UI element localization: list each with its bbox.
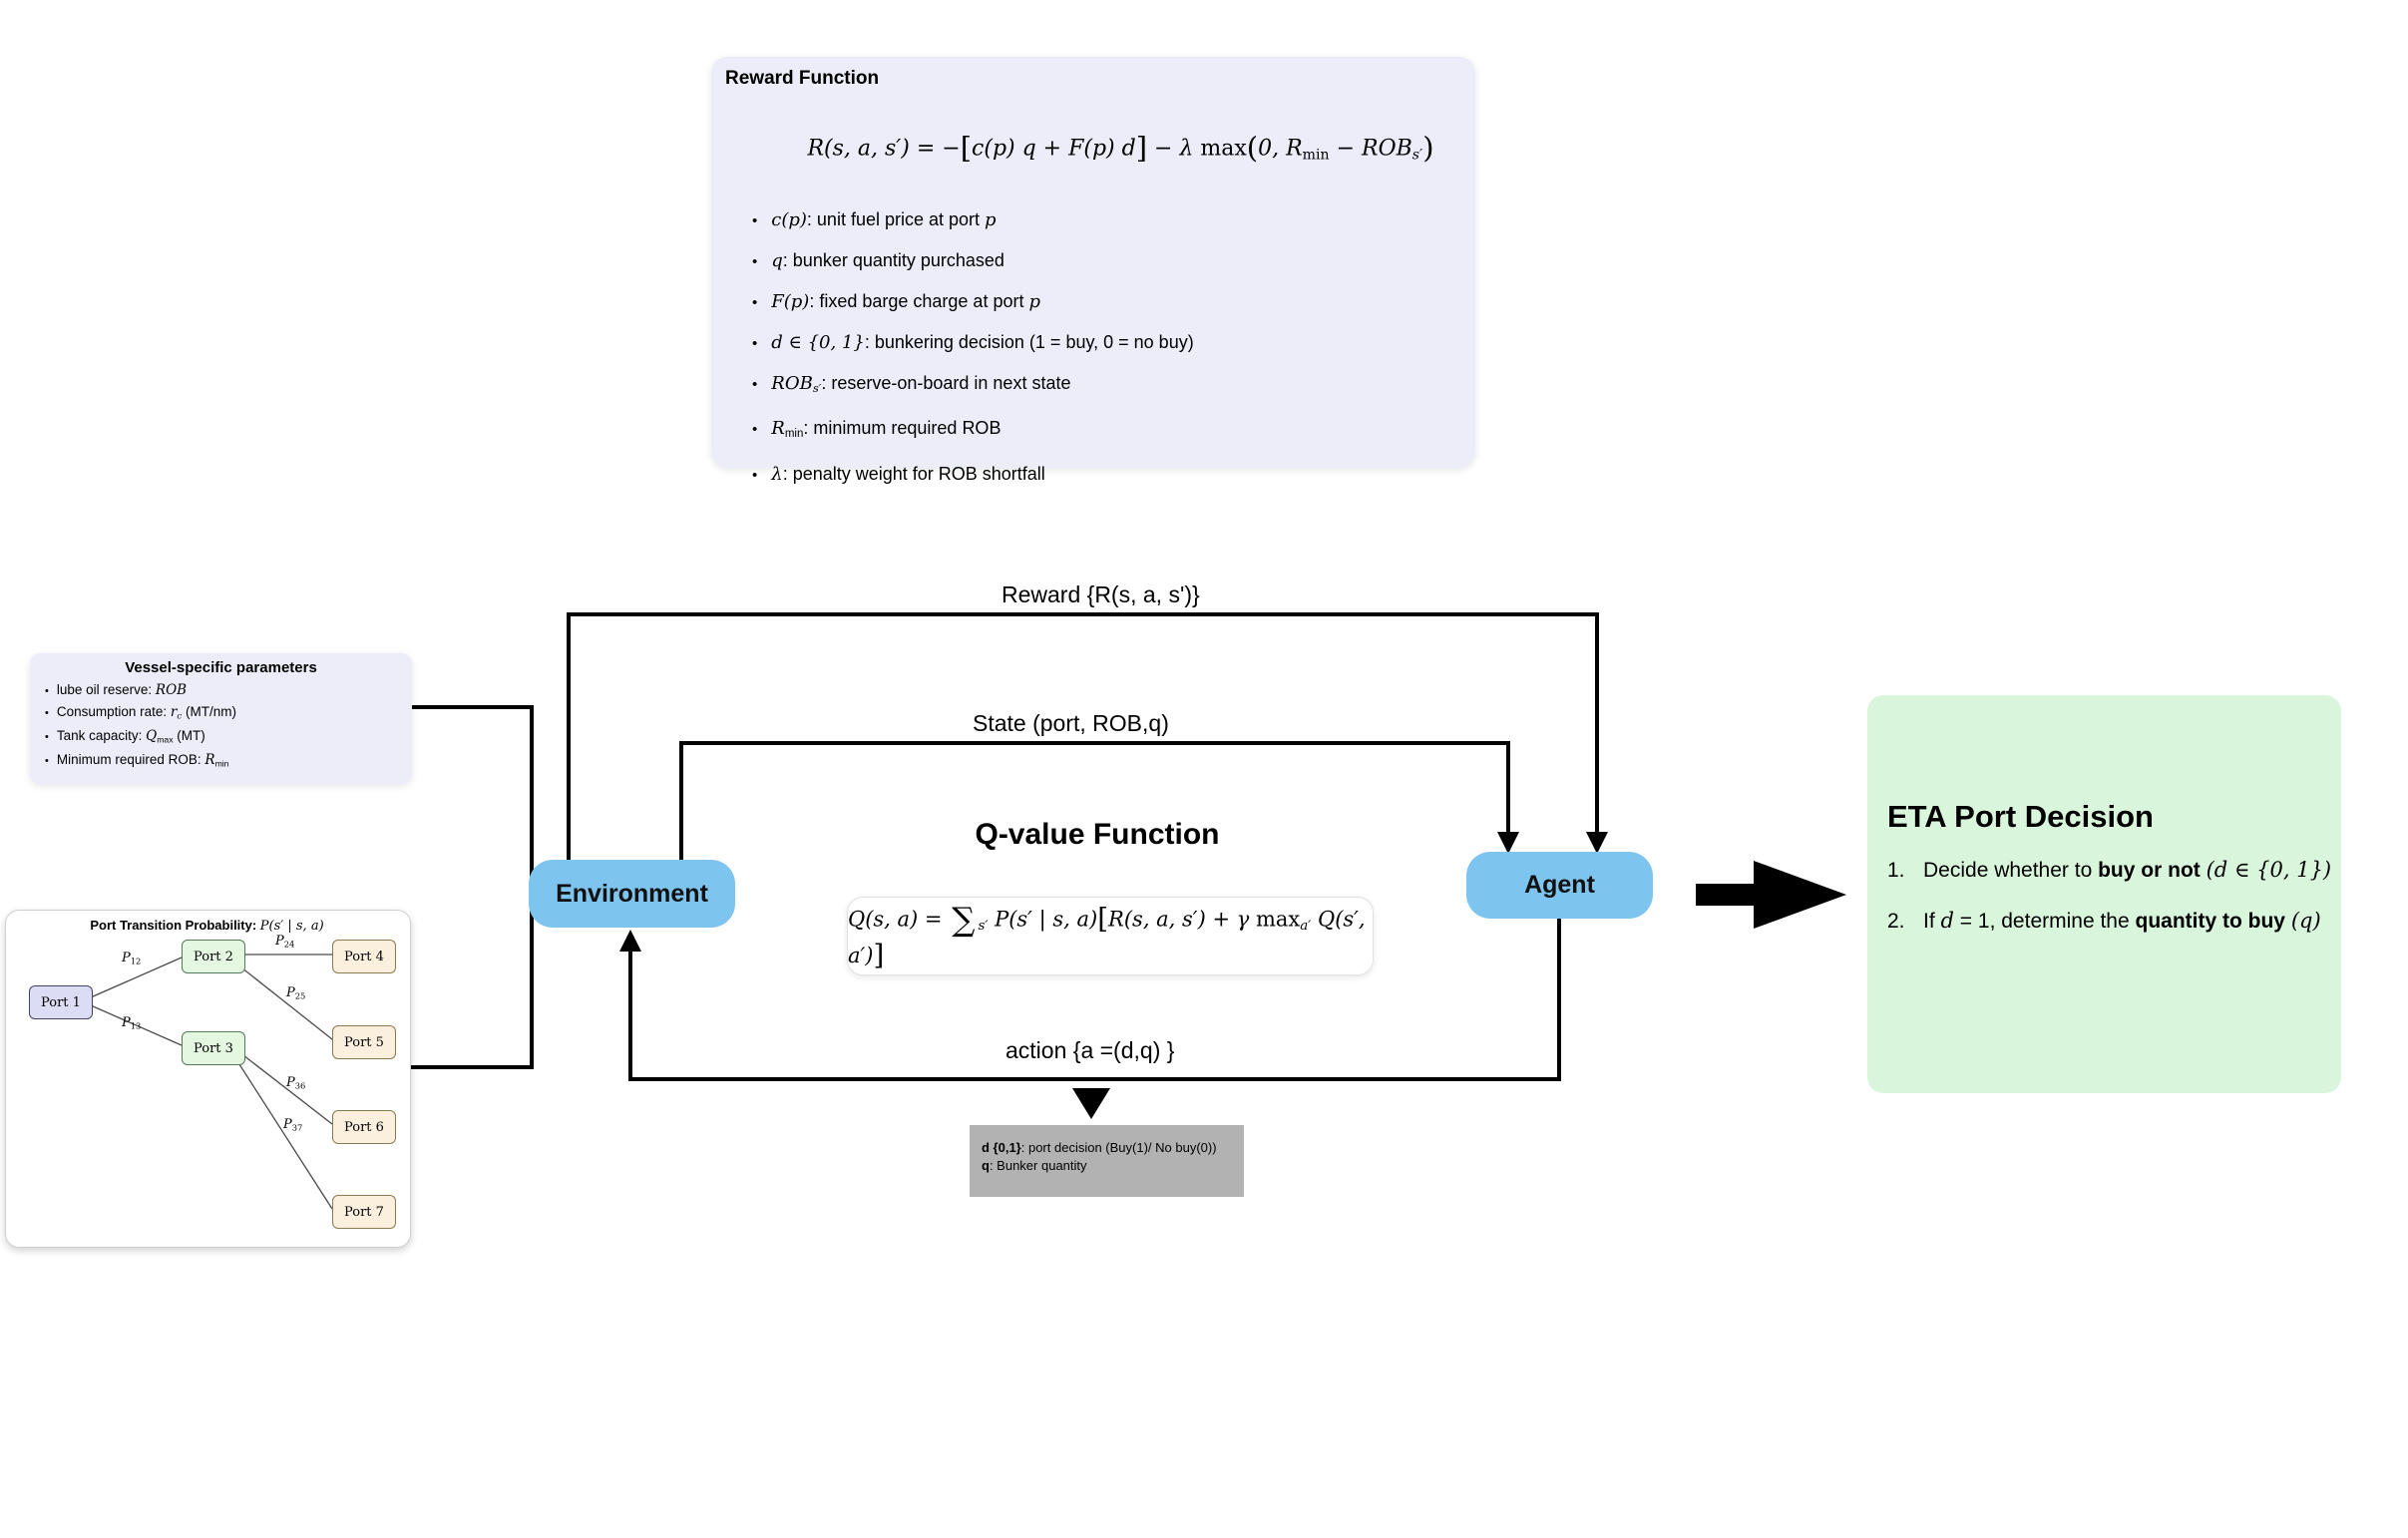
list-item: • F(p): fixed barge charge at port p [752, 290, 1459, 314]
list-item: • ROBs′: reserve-on-board in next state [752, 372, 1459, 400]
list-item: 1. Decide whether to buy or not (d ∈ {0,… [1887, 857, 2333, 884]
bullet-text: d ∈ {0, 1}: bunkering decision (1 = buy,… [771, 332, 1194, 353]
reward-arrow-label: Reward {R(s, a, s')} [1002, 581, 1200, 607]
edge-label-p12: P12 [122, 951, 142, 966]
bullet-icon: • [45, 755, 49, 768]
bullet-icon: • [45, 731, 49, 744]
item-text: If d = 1, determine the quantity to buy … [1923, 909, 2321, 933]
list-item: • lube oil reserve: ROB [45, 680, 406, 702]
action-note-panel: d {0,1}: port decision (Buy(1)/ No buy(0… [970, 1125, 1244, 1197]
big-arrow-shaft [1696, 884, 1754, 906]
bullet-text: λ: penalty weight for ROB shortfall [771, 464, 1045, 486]
state-arrow-label: State (port, ROB,q) [973, 710, 1169, 736]
list-item: • q: bunker quantity purchased [752, 249, 1459, 273]
port-node-4: Port 4 [332, 940, 396, 973]
big-arrow-head [1754, 861, 1846, 929]
reward-formula: R(s, a, s′) = −[c(p) q + F(p) d] − λ max… [807, 131, 1434, 165]
item-number: 2. [1887, 910, 1905, 933]
agent-node: Agent [1466, 852, 1653, 919]
bullet-icon: • [752, 376, 758, 393]
bullet-icon: • [45, 685, 49, 697]
qvalue-title: Q-value Function [975, 818, 1220, 851]
port-node-5: Port 5 [332, 1025, 396, 1059]
bullet-icon: • [752, 212, 758, 229]
edge-label-p24: P24 [275, 934, 295, 950]
state-arrowhead [1497, 832, 1519, 854]
reward-arrowhead [1586, 832, 1608, 854]
bullet-text: Consumption rate: rc (MT/nm) [56, 703, 236, 721]
edge-label-p36: P36 [286, 1075, 306, 1091]
reward-bullet-list: • c(p): unit fuel price at port p • q: bun… [752, 208, 1459, 504]
qvalue-formula-panel: Q(s, a) = ∑s′ P(s′ | s, a)[R(s, a, s′) +… [847, 897, 1374, 975]
eta-decision-list: 1. Decide whether to buy or not (d ∈ {0,… [1887, 857, 2333, 959]
bullet-text: Rmin: minimum required ROB [771, 418, 1002, 441]
list-item: 2. If d = 1, determine the quantity to b… [1887, 908, 2333, 935]
action-note-line1: d {0,1}: port decision (Buy(1)/ No buy(0… [982, 1140, 1217, 1155]
bullet-text: F(p): fixed barge charge at port p [771, 291, 1040, 312]
reward-function-panel: Reward Function R(s, a, s′) = −[c(p) q +… [711, 57, 1475, 485]
list-item: • Minimum required ROB: Rmin [45, 750, 406, 774]
item-text: Decide whether to buy or not (d ∈ {0, 1}… [1923, 858, 2332, 882]
reward-function-title: Reward Function [725, 68, 880, 89]
list-item: • Consumption rate: rc (MT/nm) [45, 702, 406, 727]
list-item: • Rmin: minimum required ROB [752, 417, 1459, 446]
bullet-text: lube oil reserve: ROB [56, 682, 188, 698]
action-arrowhead [619, 930, 641, 952]
bullet-text: c(p): unit fuel price at port p [771, 209, 997, 230]
port-node-1: Port 1 [29, 985, 93, 1019]
action-note-line2: q: Bunker quantity [982, 1158, 1087, 1173]
port-node-3: Port 3 [182, 1031, 245, 1065]
list-item: • c(p): unit fuel price at port p [752, 208, 1459, 232]
action-arrow-label: action {a =(d,q) } [1005, 1037, 1175, 1063]
bullet-icon: • [752, 335, 758, 352]
bullet-text: Minimum required ROB: Rmin [56, 752, 229, 769]
environment-node: Environment [529, 860, 735, 928]
edge-label-p37: P37 [283, 1117, 303, 1133]
list-item: • d ∈ {0, 1}: bunkering decision (1 = buy… [752, 331, 1459, 355]
vessel-parameters-panel: Vessel-specific parameters • lube oil res… [30, 653, 412, 784]
bullet-text: ROBs′: reserve-on-board in next state [771, 373, 1071, 396]
bullet-text: Tank capacity: Qmax (MT) [56, 728, 205, 745]
vessel-bullet-list: • lube oil reserve: ROB • Consumption rate… [45, 680, 406, 774]
edge-label-p25: P25 [286, 985, 306, 1001]
bullet-icon: • [45, 706, 49, 719]
list-item: • λ: penalty weight for ROB shortfall [752, 463, 1459, 487]
action-note-pointer [1072, 1088, 1110, 1119]
params-bracket-line [411, 705, 534, 1069]
bullet-icon: • [752, 467, 758, 485]
bullet-text: q: bunker quantity purchased [771, 250, 1004, 271]
bullet-icon: • [752, 253, 758, 270]
eta-decision-title: ETA Port Decision [1887, 799, 2154, 834]
port-transition-title: Port Transition Probability: P(s′ | s, a… [90, 918, 324, 934]
qvalue-formula: Q(s, a) = ∑s′ P(s′ | s, a)[R(s, a, s′) +… [848, 901, 1366, 971]
bullet-icon: • [752, 421, 758, 439]
bullet-icon: • [752, 294, 758, 311]
item-number: 1. [1887, 859, 1905, 882]
eta-decision-panel: ETA Port Decision 1. Decide whether to b… [1867, 695, 2341, 1093]
vessel-parameters-title: Vessel-specific parameters [125, 659, 317, 676]
port-node-2: Port 2 [182, 940, 245, 973]
port-node-7: Port 7 [332, 1195, 396, 1229]
edge-label-p13: P13 [122, 1015, 142, 1031]
port-node-6: Port 6 [332, 1110, 396, 1144]
list-item: • Tank capacity: Qmax (MT) [45, 726, 406, 750]
